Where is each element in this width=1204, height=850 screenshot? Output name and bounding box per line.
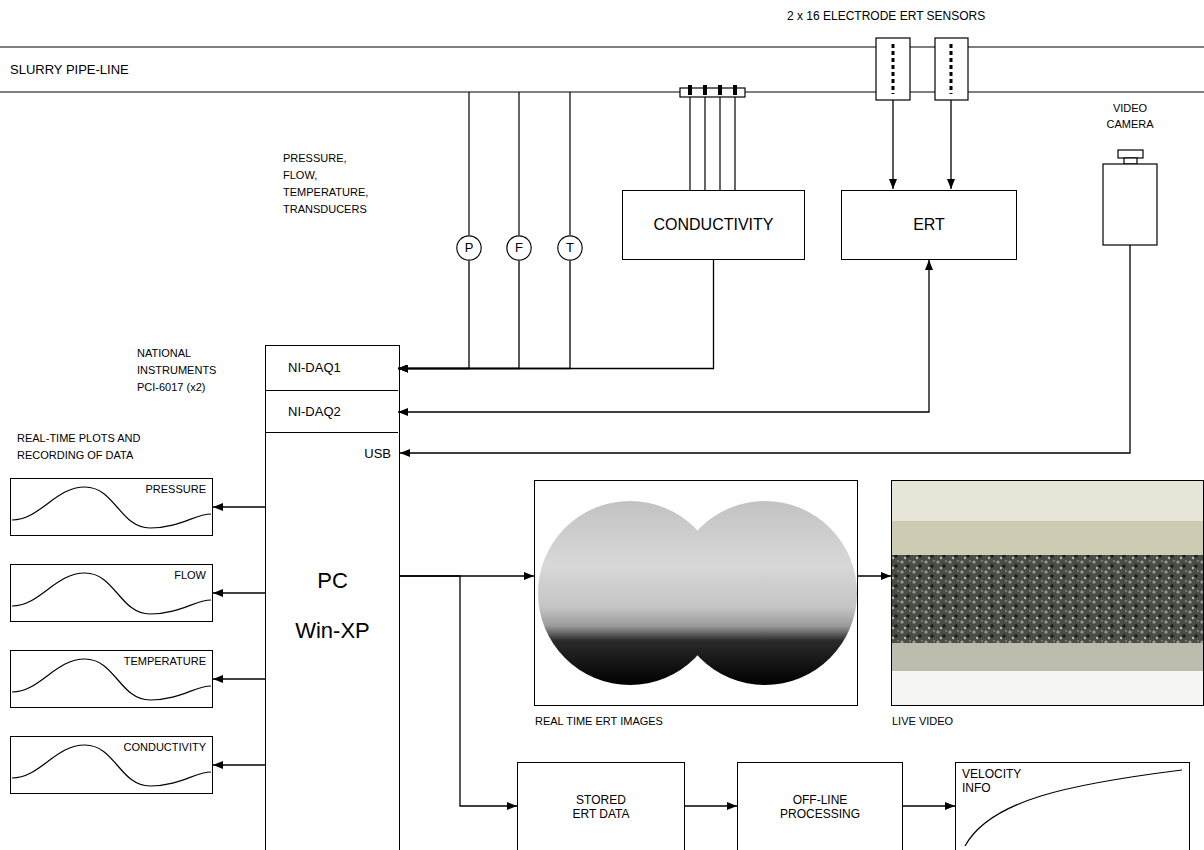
video-camera: VIDEO CAMERA [1103,150,1157,245]
signal-connector [858,575,891,576]
signal-connector [398,260,714,369]
signal-connector [398,260,929,412]
pipeline [0,47,1204,92]
plot-box: TEMPERATURE [10,650,213,708]
plot-box: PRESSURE [10,478,213,536]
node-text: P [465,240,474,256]
transducer-circle: T [557,235,583,261]
node-text: NI-DAQ2 [288,404,341,420]
daq-card: NI-DAQ2 [266,391,398,433]
image-frame: REAL TIME ERT IMAGES [534,480,858,706]
node-text: FLOW [174,569,206,582]
node-text: OFF-LINE PROCESSING [774,793,866,822]
annotation-label: NATIONAL INSTRUMENTS PCI-6017 (x2) [137,345,237,396]
node-text: USB [364,446,391,462]
node-text: VIDEO CAMERA [1098,100,1162,132]
circle-shape [507,236,531,260]
camera-icon [1103,150,1157,245]
node-text: STORED ERT DATA [563,793,639,822]
instrument-box: ERT [841,190,1017,260]
output-box: VELOCITY INFO [955,762,1190,850]
node-text: REAL TIME ERT IMAGES [535,715,663,728]
ert-sensors [876,38,968,189]
annotation-label: PRESSURE, FLOW, TEMPERATURE, TRANSDUCERS [283,150,381,218]
instrument-box: CONDUCTIVITY [622,190,805,260]
signal-connector [213,592,265,593]
node-text: PRESSURE [145,483,206,496]
daq-card: NI-DAQ1 [266,346,398,391]
signal-connector [398,261,519,369]
annotation-label: REAL-TIME PLOTS AND RECORDING OF DATA [17,430,143,464]
annotation-label: 2 x 16 ELECTRODE ERT SENSORS [787,8,985,25]
node-text: TEMPERATURE [124,655,206,668]
signal-connector [685,805,737,806]
circle-shape [457,236,481,260]
node-text: PC [266,568,399,594]
node-text: NI-DAQ1 [288,360,341,376]
node-text: CONDUCTIVITY [124,741,207,754]
annotation-label: SLURRY PIPE-LINE [10,61,129,78]
signal-connector [903,805,955,806]
node-text: VELOCITY INFO [962,767,1030,796]
signal-connector [213,678,265,679]
transducer-circle: F [506,235,532,261]
node-text: T [566,240,574,256]
ert-tomograms [538,501,857,685]
signal-connector [398,261,469,369]
velocity-curve [965,770,1182,846]
plot-box: FLOW [10,564,213,622]
video-frame-picture [892,481,1204,705]
pc-box: USB PC Win-XP NI-DAQ1NI-DAQ2 [265,345,400,850]
node-text: CONDUCTIVITY [654,215,774,234]
process-box: OFF-LINE PROCESSING [737,762,903,850]
conductivity-probes [680,85,745,190]
plot-waves [12,487,211,786]
node-text: LIVE VIDEO [892,715,953,728]
node-text: ERT [913,215,945,234]
node-text: F [515,240,523,256]
signal-connector [213,506,265,507]
transducer-taps [469,92,570,235]
plot-box: CONDUCTIVITY [10,736,213,794]
node-text: Win-XP [266,618,399,644]
signal-connector [400,576,517,806]
video-frame: LIVE VIDEO [891,480,1204,706]
signal-connector [400,245,1130,453]
process-box: STORED ERT DATA [517,762,685,850]
circle-shape [558,236,582,260]
signal-connector [213,764,265,765]
signal-connector [398,261,570,369]
transducer-circle: P [456,235,482,261]
